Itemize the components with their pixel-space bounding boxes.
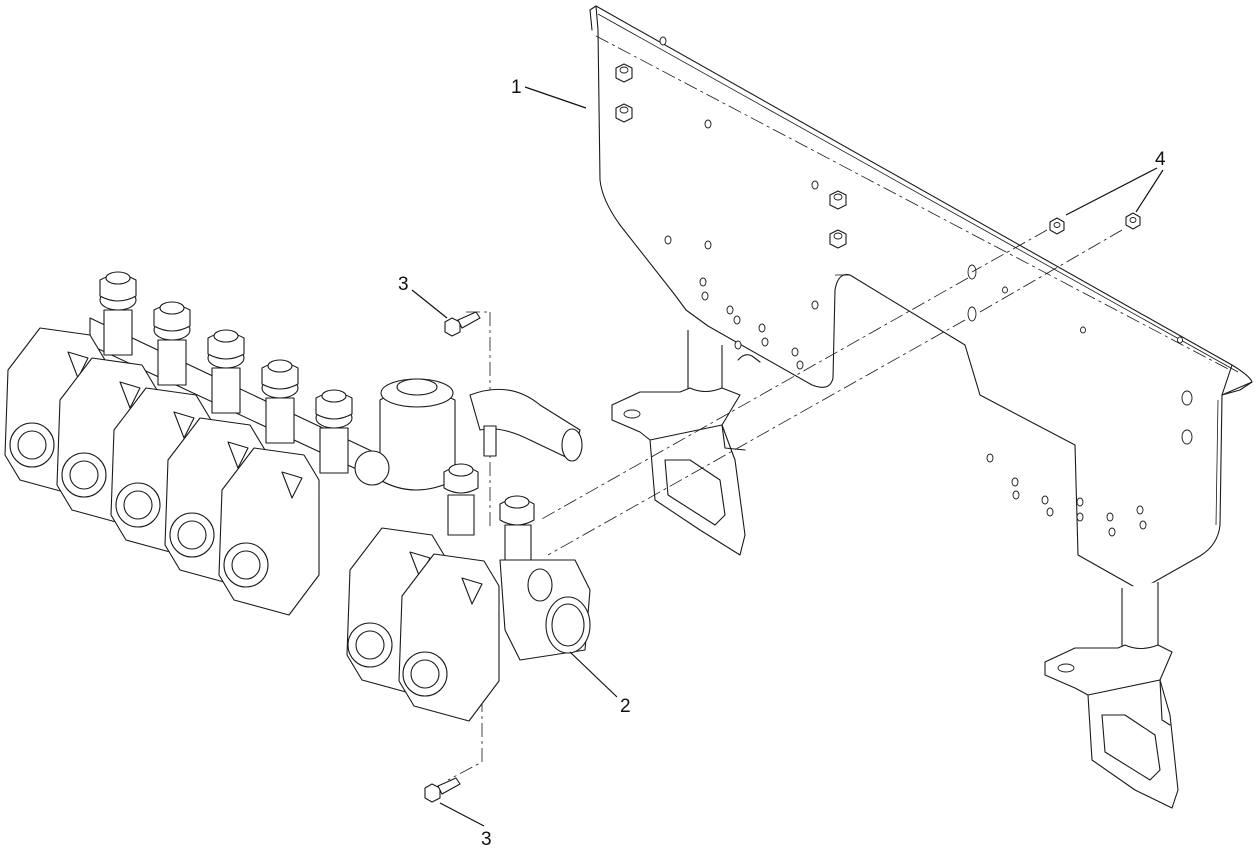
callout-1: 1 <box>511 77 522 98</box>
leader-2 <box>569 651 618 698</box>
callout-2: 2 <box>620 696 631 717</box>
left-leg <box>611 330 746 556</box>
leader-4b <box>1135 169 1164 213</box>
bracket-holes <box>659 36 1193 537</box>
leader-1 <box>524 86 587 109</box>
leader-3-bottom <box>439 802 485 827</box>
bolt-top <box>444 311 481 337</box>
valve-knobs-row <box>99 271 353 474</box>
lower-section <box>346 463 591 722</box>
assembly-centerlines <box>447 35 1231 781</box>
callout-leaders <box>411 86 1164 827</box>
master-valve <box>354 378 583 491</box>
callout-4: 4 <box>1155 149 1166 170</box>
right-leg <box>1044 582 1179 809</box>
nuts <box>1049 212 1141 235</box>
callout-3-bottom: 3 <box>481 829 492 850</box>
bolt-bottom <box>424 777 461 803</box>
leader-4a <box>1065 167 1158 216</box>
leader-3-top <box>411 289 448 319</box>
actuator-housings <box>4 327 320 616</box>
callout-labels: 1 2 3 3 4 <box>398 77 1166 850</box>
valve-manifold <box>4 271 591 722</box>
mounting-bracket <box>589 5 1253 809</box>
callout-3-top: 3 <box>398 274 409 295</box>
weld-nuts <box>615 63 847 249</box>
